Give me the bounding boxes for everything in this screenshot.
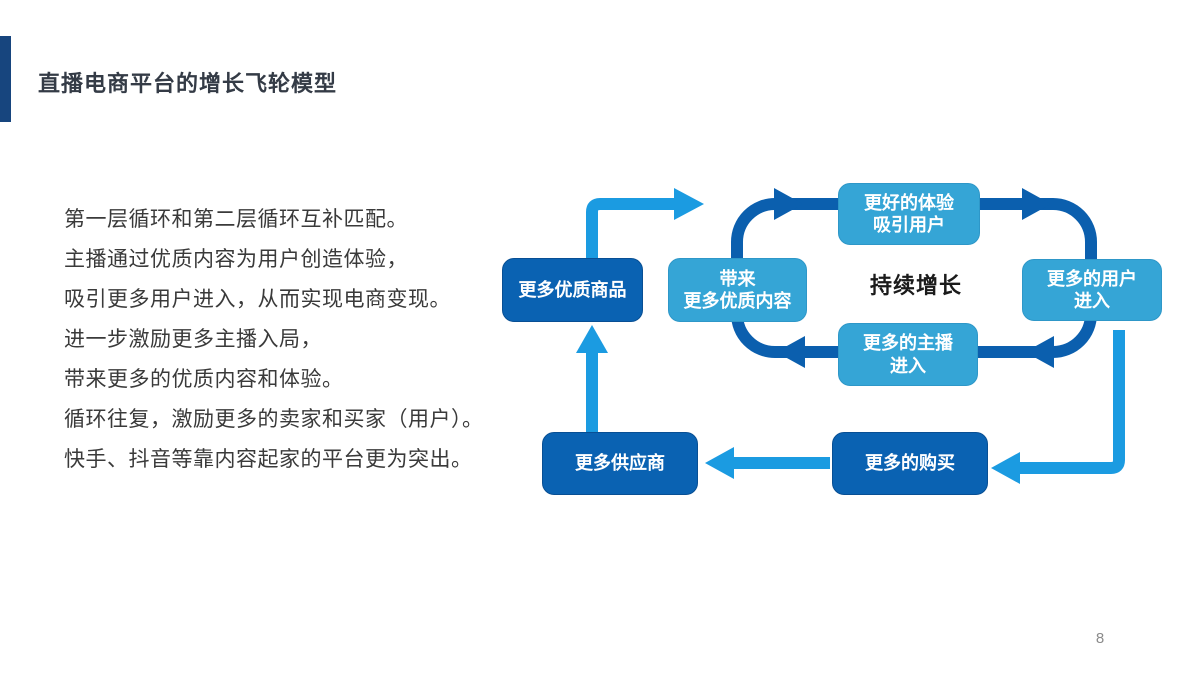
flywheel-node-more-quality-products: 更多优质商品 (502, 258, 643, 322)
page-number: 8 (1095, 630, 1105, 647)
loop-arrowhead-bottom-right-icon (1025, 336, 1054, 368)
body-line: 第一层循环和第二层循环互补匹配。 (64, 208, 408, 231)
loop-arrowhead-top-left-icon (774, 188, 803, 220)
arrow-purchases-to-suppliers-head-icon (705, 447, 734, 479)
flywheel-node-brings-more-quality-content: 带来 更多优质内容 (668, 258, 807, 322)
arrow-users-to-purchases (1020, 330, 1125, 474)
arrow-products-to-loop-head-icon (674, 188, 704, 220)
flywheel-node-more-suppliers: 更多供应商 (542, 432, 698, 495)
loop-arrowhead-bottom-left-icon (776, 336, 805, 368)
flywheel-node-more-hosts-enter: 更多的主播 进入 (838, 323, 978, 386)
body-text-block: 第一层循环和第二层循环互补匹配。 主播通过优质内容为用户创造体验， 吸引更多用户… (64, 200, 484, 480)
body-line: 快手、抖音等靠内容起家的平台更为突出。 (64, 448, 473, 471)
continuous-growth-label: 持续增长 (869, 273, 962, 298)
flywheel-node-better-experience-attracts-users: 更好的体验 吸引用户 (838, 183, 980, 245)
loop-arrowhead-top-right-icon (1022, 188, 1051, 220)
body-line: 吸引更多用户进入，从而实现电商变现。 (64, 288, 451, 311)
slide-title: 直播电商平台的增长飞轮模型 (38, 71, 338, 96)
title-accent-bar (0, 36, 11, 122)
body-line: 主播通过优质内容为用户创造体验， (64, 248, 408, 271)
body-line: 循环往复，激励更多的卖家和买家（用户）。 (64, 408, 484, 431)
arrow-products-to-loop (586, 198, 674, 258)
flywheel-node-more-purchases: 更多的购买 (832, 432, 988, 495)
flywheel-node-more-users-enter: 更多的用户 进入 (1022, 259, 1162, 321)
body-line: 带来更多的优质内容和体验。 (64, 368, 344, 391)
body-line: 进一步激励更多主播入局， (64, 328, 322, 351)
arrow-suppliers-to-products-head-icon (576, 325, 608, 353)
arrow-users-to-purchases-head-icon (991, 452, 1020, 484)
